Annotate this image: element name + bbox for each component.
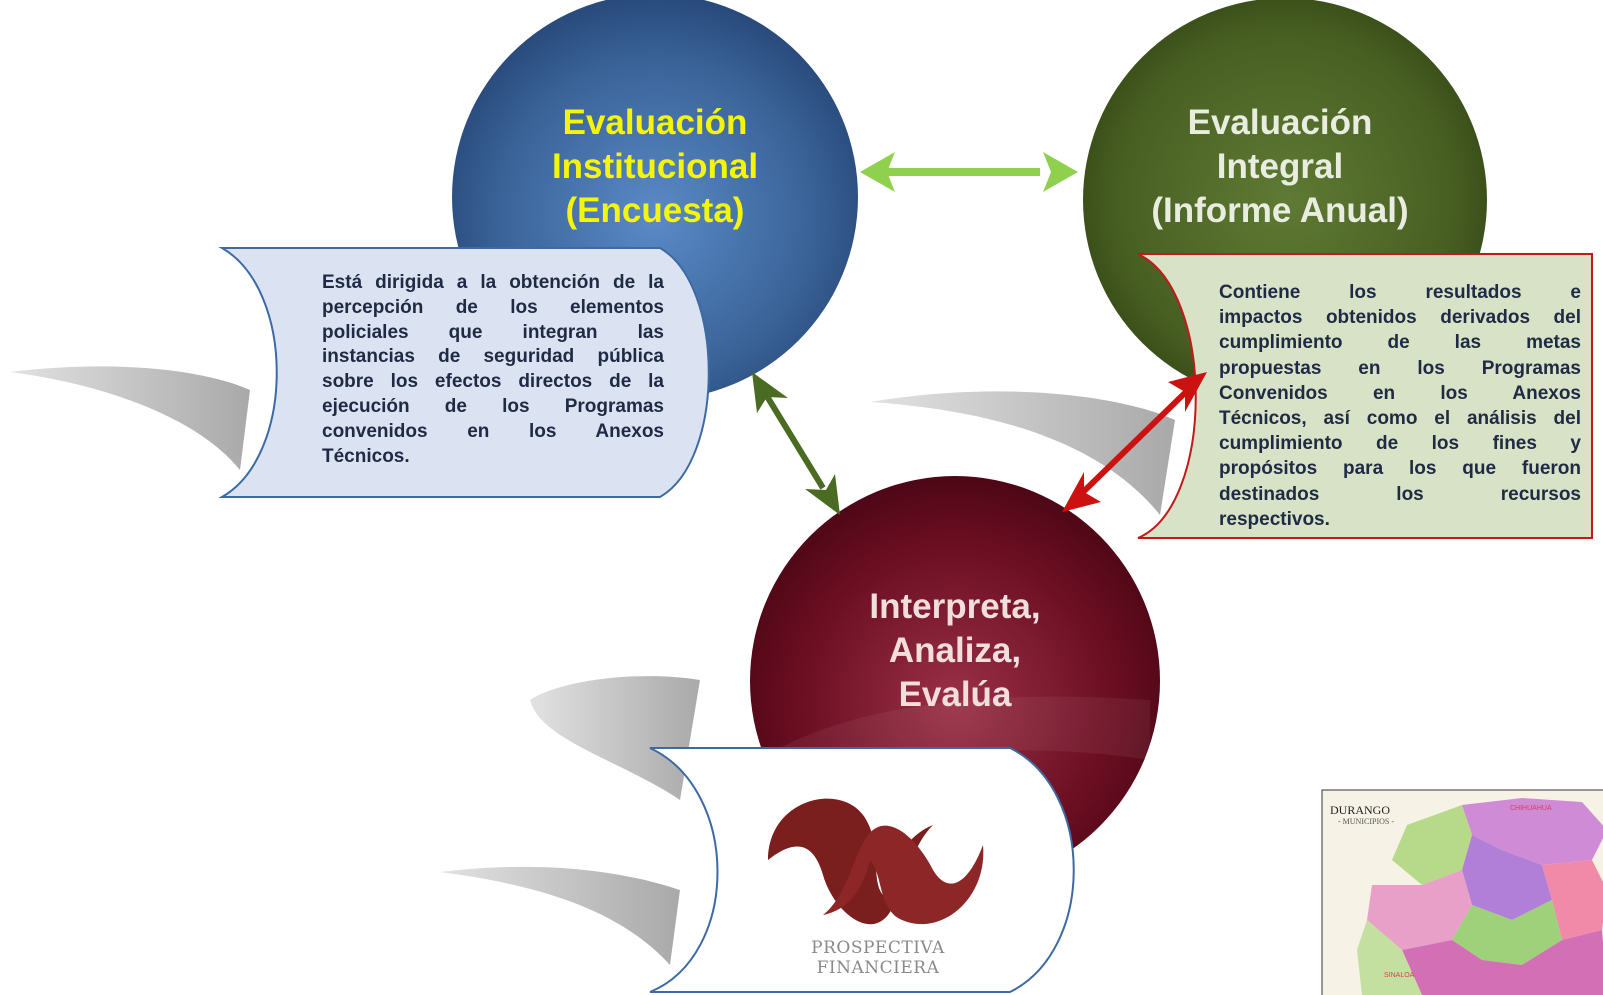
- description-integral: Contiene los resultados e impactos obteni…: [1219, 280, 1581, 532]
- title-institucional-line-1: Evaluación: [562, 103, 748, 142]
- description-institucional-line-4: instancias de seguridad pública: [322, 346, 664, 368]
- title-institucional-line-2: Institucional: [551, 147, 759, 186]
- arrow-institucional-integral: [860, 152, 1078, 192]
- shadow-swoosh-interpreta-top: [530, 676, 700, 800]
- shadow-swoosh-integral: [870, 391, 1175, 515]
- title-interpreta-line-3: Evalúa: [898, 675, 1012, 714]
- map-subtitle: - MUNICIPIOS -: [1338, 817, 1394, 826]
- description-institucional-line-3: policiales que integran las: [322, 321, 664, 343]
- title-integral: Evaluación Integral (Informe Anual): [1105, 101, 1455, 233]
- title-interpreta: Interpreta, Analiza, Evalúa: [800, 585, 1110, 717]
- description-integral-line-10: respectivos.: [1219, 508, 1330, 530]
- description-institucional-line-5: sobre los efectos directos de la: [322, 371, 664, 393]
- description-institucional-line-2: percepción de los elementos: [322, 296, 664, 318]
- title-integral-line-3: (Informe Anual): [1151, 191, 1409, 230]
- prospectiva-logo: [768, 798, 984, 925]
- map-region-southwest: [1357, 920, 1422, 995]
- map-region-pink: [1542, 860, 1603, 940]
- logo-caption: PROSPECTIVA FINANCIERA: [811, 938, 945, 978]
- description-institucional: Está dirigida a la obtención de la percep…: [322, 271, 664, 469]
- map-region-center: [1452, 900, 1562, 965]
- description-box-integral: [1137, 253, 1593, 539]
- description-integral-line-7: cumplimiento de los fines y: [1219, 433, 1581, 455]
- logo-lower-swirl: [823, 825, 984, 925]
- description-integral-line-4: propuestas en los Programas: [1219, 357, 1581, 379]
- title-interpreta-line-1: Interpreta,: [869, 587, 1041, 626]
- map-title: DURANGO: [1330, 803, 1390, 817]
- title-integral-line-2: Integral: [1216, 147, 1344, 186]
- description-integral-line-1: Contiene los resultados e: [1219, 282, 1581, 303]
- description-integral-line-3: cumplimiento de las metas: [1219, 332, 1581, 354]
- map-label-chihuahua: CHIHUAHUA: [1510, 805, 1552, 812]
- map-region-purple: [1462, 835, 1552, 920]
- map-region-south: [1402, 930, 1603, 995]
- arrow-institucional-interpreta: [752, 372, 840, 515]
- arrow-integral-interpreta: [1062, 372, 1207, 512]
- map-region-green: [1392, 805, 1472, 885]
- shadow-swoosh-interpreta-bottom: [440, 866, 680, 965]
- durango-map: [1321, 789, 1603, 995]
- title-institucional-line-3: (Encuesta): [565, 191, 745, 230]
- description-integral-line-6: Técnicos, así como el análisis del: [1219, 408, 1581, 430]
- description-institucional-line-6: ejecución de los Programas: [322, 395, 664, 417]
- description-integral-line-5: Convenidos en los Anexos: [1219, 382, 1581, 404]
- description-institucional-line-7: convenidos en los Anexos: [322, 420, 664, 442]
- map-label-sinaloa: SINALOA: [1384, 972, 1415, 979]
- description-integral-line-9: destinados los recursos: [1219, 483, 1581, 505]
- description-integral-line-8: propósitos para los que fueron: [1219, 458, 1581, 480]
- title-interpreta-line-2: Analiza,: [888, 631, 1022, 670]
- description-institucional-line-8: Técnicos.: [322, 445, 410, 467]
- description-box-institucional: [218, 247, 710, 498]
- title-institucional: Evaluación Institucional (Encuesta): [520, 101, 790, 233]
- description-institucional-line-1: Está dirigida a la obtención de la: [322, 272, 664, 293]
- title-integral-line-1: Evaluación: [1187, 103, 1373, 142]
- shadow-swoosh-institucional: [10, 366, 250, 470]
- description-integral-line-2: impactos obtenidos derivados del: [1219, 307, 1581, 329]
- map-region-west: [1367, 870, 1472, 950]
- map-region-north: [1462, 798, 1603, 865]
